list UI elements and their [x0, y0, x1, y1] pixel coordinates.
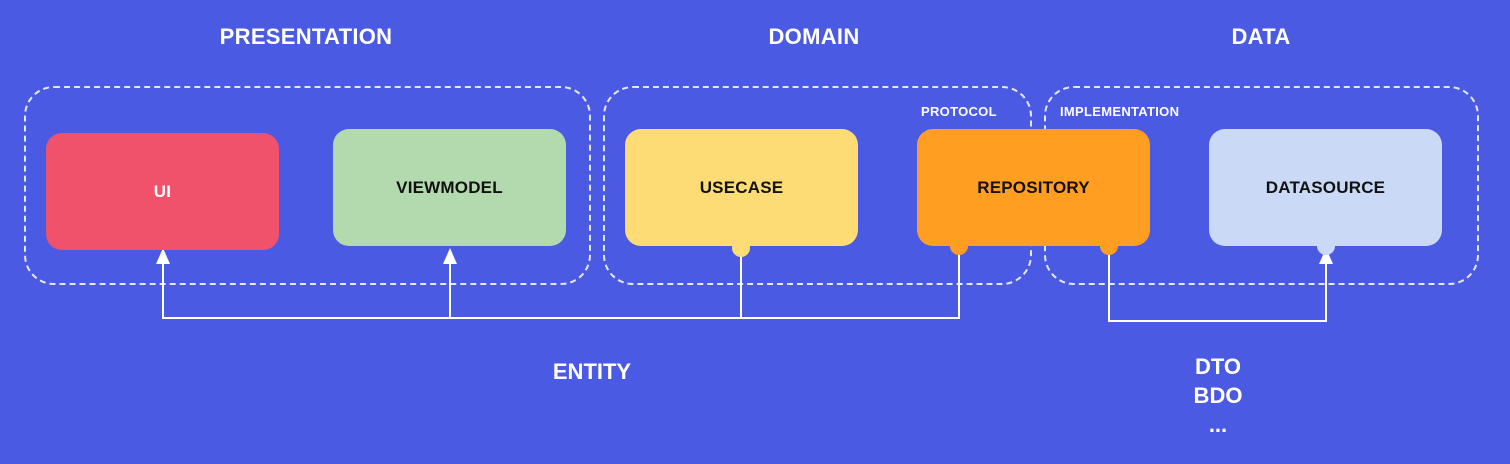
repository-impl-port-dot	[1100, 237, 1118, 255]
repository-node: REPOSITORY	[917, 129, 1150, 246]
viewmodel-node: VIEWMODEL	[333, 129, 566, 246]
usecase-node: USECASE	[625, 129, 858, 246]
layer-title-data: DATA	[1231, 24, 1291, 49]
repository-protocol-port-dot	[950, 237, 968, 255]
presentation-group	[24, 86, 591, 285]
dto-label: DTO	[1194, 354, 1242, 379]
ui-node: UI	[46, 133, 279, 250]
datasource-node: DATASOURCE	[1209, 129, 1442, 246]
usecase-port-dot	[732, 239, 750, 257]
protocol-label: PROTOCOL	[921, 104, 997, 119]
entity-label: ENTITY	[552, 359, 632, 384]
data-objects-list: DTO BDO ...	[1194, 352, 1243, 439]
datasource-port-dot	[1317, 237, 1335, 255]
datasource-arrow-head	[1319, 248, 1333, 264]
implementation-label: IMPLEMENTATION	[1060, 104, 1180, 119]
entity-bus-line	[162, 248, 960, 319]
ui-arrow-head	[156, 248, 170, 264]
layer-title-presentation: PRESENTATION	[219, 24, 393, 49]
bdo-label: BDO	[1193, 383, 1243, 408]
dto-bus-line	[1108, 250, 1327, 322]
viewmodel-arrow-head	[443, 248, 457, 264]
layer-title-domain: DOMAIN	[768, 24, 860, 49]
ellipsis-label: ...	[1208, 412, 1228, 437]
